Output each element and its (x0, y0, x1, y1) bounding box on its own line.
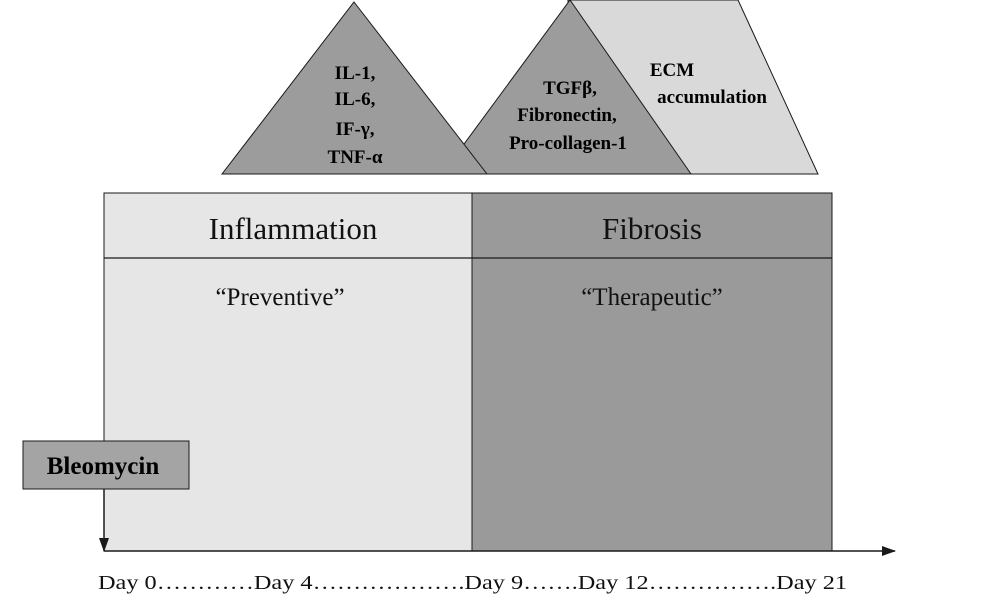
bleomycin-box (22, 440, 190, 490)
cytokine-triangle (220, 1, 489, 175)
inflammation-panel (103, 192, 473, 552)
timeline-label: Day 0…………Day 4……………….Day 9…….Day 12……………… (98, 572, 847, 594)
cytokine-label: IL-1, (335, 63, 376, 84)
growth-factor-triangle (441, 0, 692, 175)
inflammation-title: Inflammation (209, 211, 378, 246)
fibrosis-subtitle: “Therapeutic” (581, 284, 723, 311)
cytokine-label: TNF-α (328, 147, 383, 168)
cytokine-label: IL-6, (335, 89, 376, 110)
growth-factor-label: Fibronectin, (517, 105, 617, 126)
growth-factor-label: Pro-collagen-1 (509, 133, 627, 154)
ecm-label: ECM (650, 60, 694, 81)
fibrosis-panel (471, 192, 833, 552)
fibrosis-title: Fibrosis (602, 211, 702, 246)
ecm-label: accumulation (657, 87, 767, 108)
cytokine-label: IF-γ, (336, 119, 375, 140)
inflammation-subtitle: “Preventive” (215, 284, 344, 311)
bleomycin-label: Bleomycin (47, 453, 160, 480)
growth-factor-label: TGFβ, (543, 78, 597, 99)
